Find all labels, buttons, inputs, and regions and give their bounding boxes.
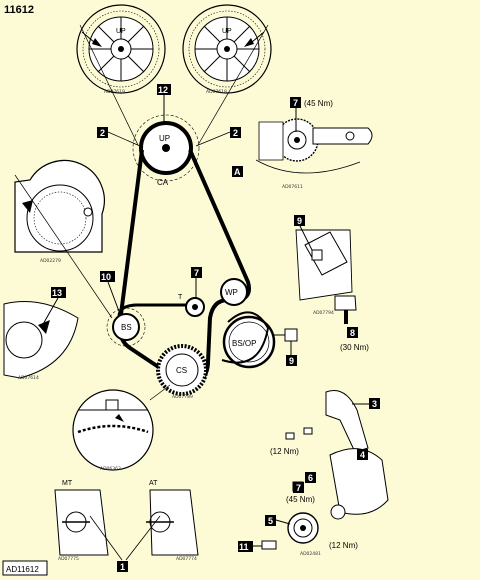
upper-left-cam-detail: UP AD07619 — [76, 4, 166, 95]
callout-7-low: 7 — [296, 483, 301, 493]
callout-a: A — [232, 166, 243, 177]
svg-text:BS: BS — [121, 323, 132, 332]
svg-text:AD07774: AD07774 — [176, 556, 197, 562]
svg-text:12: 12 — [158, 85, 168, 95]
svg-text:2: 2 — [233, 128, 238, 138]
cover-and-pulley-stack: 3 (12 Nm) 4 6 7 (45 Nm) 5 (12 Nm) 11 AD0… — [238, 390, 389, 557]
svg-text:A: A — [234, 167, 241, 177]
svg-text:AD07775: AD07775 — [58, 556, 79, 562]
footer-code: AD11612 — [2, 560, 48, 576]
svg-text:WP: WP — [225, 288, 238, 297]
arrow-icon — [115, 414, 124, 422]
crank-timing-detail: AD06363 — [72, 389, 154, 472]
svg-text:AD06363: AD06363 — [100, 466, 121, 472]
callout-6: 6 — [308, 473, 313, 483]
arrow-icon — [244, 38, 254, 47]
upper-left-cam-label: UP — [116, 28, 126, 35]
balance-shaft-pulley: BS — [106, 307, 146, 347]
arrow-icon — [38, 320, 50, 334]
callout-12: 12 — [157, 84, 171, 124]
torque-8: (30 Nm) — [340, 343, 369, 352]
balance-shaft-detail: 13 AD07614 — [3, 287, 79, 381]
mt-at-details: MT AT 1 AD07775 AD07774 — [54, 480, 199, 572]
balance-oil-pump-pulley: BS/OP — [222, 315, 276, 369]
svg-text:AD07789: AD07789 — [172, 394, 193, 400]
svg-text:7: 7 — [194, 268, 199, 278]
mt-label: MT — [62, 480, 73, 487]
callout-8: 8 — [350, 328, 355, 338]
callout-7-mid: 7 — [191, 267, 202, 298]
upper-right-cam-detail: UP AD07618 — [182, 4, 272, 95]
torque-7-low: (45 Nm) — [286, 495, 315, 504]
cam-sprocket-detail: 7 (45 Nm) AD07611 — [255, 97, 373, 190]
svg-text:2: 2 — [100, 128, 105, 138]
svg-text:AD07614: AD07614 — [18, 375, 39, 381]
svg-text:10: 10 — [101, 272, 111, 282]
svg-text:9: 9 — [289, 356, 294, 366]
callout-11: 11 — [239, 542, 249, 552]
callout-10: 10 — [100, 271, 121, 315]
callout-1: 1 — [120, 562, 125, 572]
callout-9-mid: 9 — [286, 355, 297, 366]
center-cam-pulley: UP CA — [132, 114, 200, 187]
ref-code: AD07618 — [206, 89, 227, 95]
crankshaft-pulley: CS AD07789 — [156, 344, 208, 400]
torque-7-top: (45 Nm) — [304, 99, 333, 108]
callout-3: 3 — [372, 399, 377, 409]
arrow-icon — [22, 200, 33, 213]
torque-3: (12 Nm) — [270, 447, 299, 456]
svg-text:BS/OP: BS/OP — [232, 339, 256, 348]
svg-text:AD07611: AD07611 — [282, 184, 303, 190]
callout-13: 13 — [52, 288, 62, 298]
callout-9-top: 9 — [297, 216, 302, 226]
svg-text:AD11612: AD11612 — [6, 565, 39, 574]
at-label: AT — [149, 480, 158, 487]
callout-2-right: 2 — [195, 127, 241, 147]
crank-gear-detail: AD02279 — [14, 159, 105, 264]
tensioner-pulley: T — [178, 294, 205, 317]
svg-text:CS: CS — [176, 366, 187, 375]
callout-2-left: 2 — [97, 127, 141, 147]
svg-text:AD02279: AD02279 — [40, 258, 61, 264]
callout-7-top: 7 — [293, 98, 298, 108]
upper-right-cam-label: UP — [222, 28, 232, 35]
svg-text:T: T — [178, 294, 183, 301]
page-code: 11612 — [4, 4, 34, 16]
svg-text:AD02481: AD02481 — [300, 551, 321, 557]
tensioner-bolt-detail: 9 8 (30 Nm) AD07794 — [294, 215, 369, 352]
water-pump-pulley: WP — [220, 278, 248, 306]
ref-code: AD07619 — [104, 89, 125, 95]
callout-4: 4 — [360, 450, 365, 460]
arrow-icon — [92, 38, 102, 47]
callout-5: 5 — [268, 516, 273, 526]
torque-5: (12 Nm) — [329, 541, 358, 550]
center-cam-label: UP — [159, 134, 170, 143]
svg-text:AD07794: AD07794 — [313, 310, 334, 316]
center-cam-sublabel: CA — [157, 178, 169, 187]
